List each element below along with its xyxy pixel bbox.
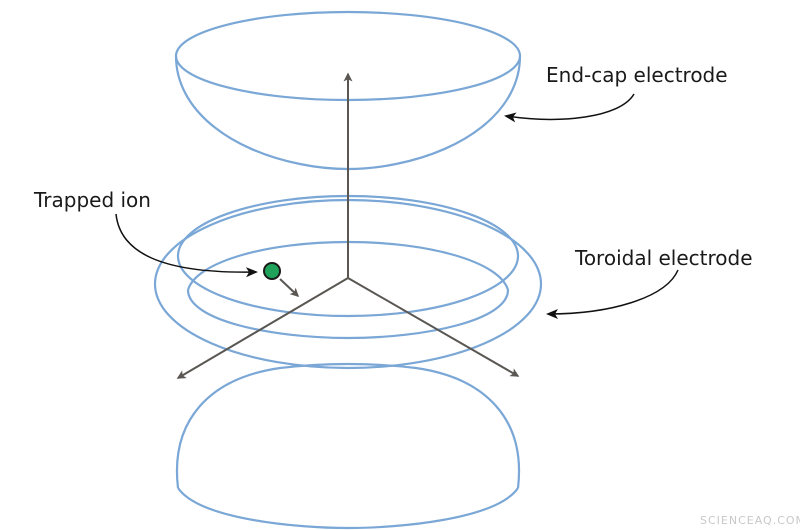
end-cap-bottom-dome [175, 362, 521, 489]
axis-right [347, 277, 520, 377]
toroidal-pointer-arrow [546, 269, 679, 319]
end-cap-bottom-rim [177, 487, 519, 530]
watermark-text: SCIENCEAQ.COM [700, 514, 800, 527]
ion-particle [263, 262, 281, 280]
trapped-ion-label: Trapped ion [33, 188, 151, 212]
coordinate-axes [176, 72, 520, 379]
end-cap-electrode-bottom [175, 362, 521, 530]
toroid-inner-lower [186, 240, 510, 340]
end-cap-electrode-label: End-cap electrode [546, 63, 728, 87]
trapped-ion [263, 262, 300, 298]
ion-motion-arrow [279, 278, 300, 298]
toroidal-electrode-label: Toroidal electrode [574, 246, 753, 270]
end-cap-pointer-arrow [504, 93, 635, 123]
trapped-ion-pointer-arrow [115, 213, 258, 278]
axis-left [176, 277, 349, 379]
